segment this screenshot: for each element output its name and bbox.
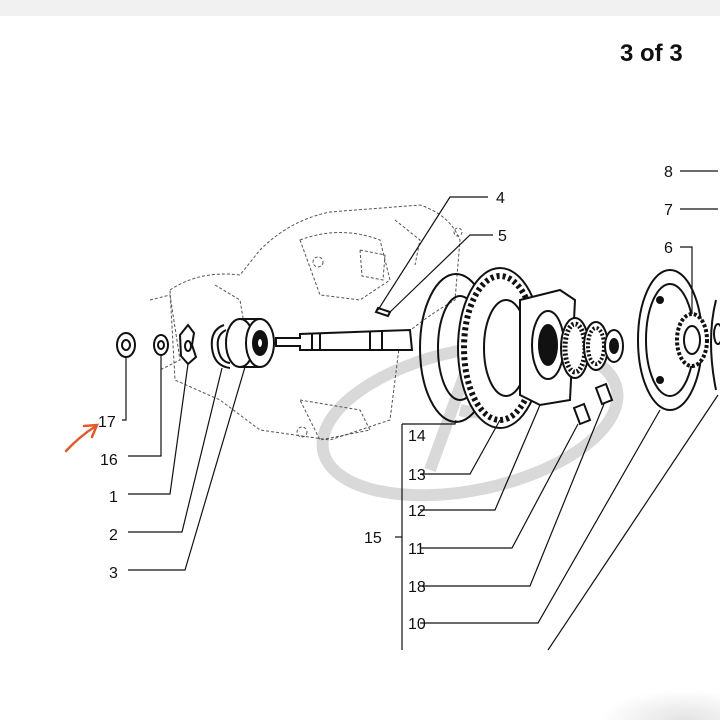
callout-4: 4 (496, 190, 505, 207)
hand-drawn-arrow-icon (64, 423, 99, 453)
part-tab-washer (178, 323, 198, 366)
callout-2: 2 (109, 527, 118, 544)
part-hub-gear (675, 312, 709, 368)
callout-13: 13 (408, 467, 426, 484)
callout-17: 17 (98, 414, 116, 431)
part-pin (374, 306, 392, 318)
page-counter: 3 of 3 (620, 40, 683, 67)
callout-12: 12 (408, 503, 426, 520)
part-shaft (275, 328, 414, 351)
part-nut (116, 332, 136, 358)
part-washer (153, 334, 169, 356)
part-clutch-hub (519, 288, 577, 407)
top-bar (0, 0, 720, 16)
callout-16: 16 (100, 452, 118, 469)
callout-11: 11 (408, 541, 425, 558)
callout-1: 1 (109, 489, 118, 506)
leader-lines (122, 170, 719, 651)
callout-10: 10 (408, 616, 426, 633)
part-bearing (225, 318, 275, 368)
gearbox-housing-sketch (149, 204, 463, 441)
bottom-shadow (600, 690, 720, 720)
callout-6: 6 (664, 240, 673, 257)
part-circlip (210, 324, 231, 369)
callout-7: 7 (664, 202, 673, 219)
callout-8: 8 (664, 164, 673, 181)
callout-3: 3 (109, 565, 118, 582)
callout-14: 14 (408, 428, 426, 445)
part-pressure-plate (710, 299, 720, 391)
part-springs (572, 382, 614, 426)
callout-15: 15 (364, 530, 382, 547)
callout-18: 18 (408, 579, 426, 596)
callout-5: 5 (498, 228, 507, 245)
part-cluster-gear (560, 317, 624, 379)
